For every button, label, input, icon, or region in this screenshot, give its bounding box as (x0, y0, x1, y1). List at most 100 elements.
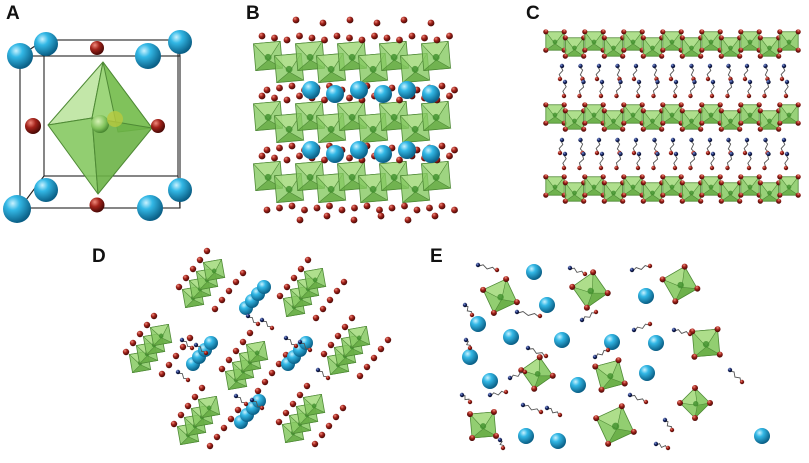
organic-atom (652, 137, 657, 143)
octahedron (466, 408, 500, 442)
b-site-atom (767, 118, 772, 124)
octahedron (518, 354, 556, 392)
halide-sphere (239, 338, 247, 346)
halide-sphere (318, 431, 326, 439)
organic-atom (581, 151, 586, 157)
halide-sphere (777, 102, 783, 108)
b-site-atom (669, 39, 675, 45)
halide-sphere (469, 435, 476, 442)
halide-sphere (288, 142, 296, 150)
organic-atom (747, 151, 753, 157)
halide-sphere (677, 400, 683, 406)
halide-sphere (288, 82, 296, 90)
organic-chain (705, 63, 713, 82)
halide-sphere (705, 76, 711, 82)
halide-sphere (639, 29, 645, 35)
halide-sphere (639, 102, 645, 108)
halide-sphere (377, 212, 385, 220)
b-site-atom (669, 112, 675, 118)
halide-sphere (709, 165, 715, 171)
halide-sphere (182, 274, 190, 282)
organic-atom (507, 375, 513, 381)
halide-sphere (659, 53, 665, 59)
organic-atom (652, 63, 657, 69)
halide-sphere (239, 269, 247, 277)
b-site-atom (264, 173, 272, 181)
octahedron (738, 29, 762, 53)
octahedron (357, 53, 389, 83)
organic-atom (562, 79, 568, 85)
octahedron (303, 267, 327, 291)
organic-atom (729, 79, 734, 85)
halide-sphere (600, 102, 606, 108)
halide-sphere (503, 389, 509, 395)
halide-sphere (601, 180, 607, 186)
cation-sphere (503, 329, 519, 345)
halide-sphere (289, 400, 297, 408)
cation-sphere (374, 85, 392, 103)
halide-sphere (631, 76, 637, 82)
b-site-atom (348, 113, 356, 121)
organic-chain (462, 302, 475, 318)
b-site-atom (411, 185, 419, 193)
halide-sphere (601, 108, 607, 114)
halide-sphere (718, 108, 724, 114)
halide-sphere (795, 102, 801, 108)
octahedron (699, 102, 723, 126)
organic-atom (578, 63, 583, 69)
halide-sphere (777, 120, 783, 126)
cation-sphere (350, 141, 368, 159)
halide-sphere (446, 32, 453, 40)
b-site-atom (591, 39, 597, 45)
halide-sphere (678, 174, 684, 180)
halide-sphere (282, 409, 290, 417)
organic-atom (662, 417, 668, 423)
halide-sphere (522, 369, 528, 375)
halide-sphere (313, 204, 321, 212)
cation-sphere (204, 336, 218, 350)
cation-stack (234, 394, 266, 429)
halide-sphere (490, 408, 497, 415)
halide-sphere (598, 386, 605, 393)
octahedron (689, 326, 723, 360)
halide-sphere (738, 102, 744, 108)
halide-sphere (561, 165, 567, 171)
organic-atom (579, 317, 585, 323)
halide-sphere (218, 365, 226, 373)
organic-atom (514, 309, 520, 315)
halide-sphere (358, 36, 366, 44)
cation-sphere (482, 373, 498, 389)
halide-sphere (513, 299, 520, 306)
halide-sphere (543, 192, 549, 198)
halide-sphere (319, 305, 327, 313)
halide-sphere (350, 216, 358, 224)
halide-sphere (334, 332, 342, 340)
organic-chain (763, 63, 770, 82)
octahedron (273, 173, 305, 203)
b-site-atom (689, 190, 694, 196)
halide-sphere (370, 354, 378, 362)
halide-sphere (311, 440, 319, 448)
halide-sphere (777, 29, 783, 35)
halide-sphere (687, 331, 693, 337)
halide-sphere (243, 401, 249, 407)
b-site-atom (327, 65, 335, 73)
halide-sphere (795, 192, 801, 198)
halide-sphere (557, 76, 563, 82)
halide-sphere (698, 126, 704, 132)
b-site-atom (211, 268, 217, 274)
organic-atom (559, 63, 565, 69)
organic-chain (520, 402, 544, 415)
cation-sphere (518, 428, 534, 444)
octahedron (480, 276, 520, 316)
b-site-atom (611, 118, 616, 124)
octahedron (582, 174, 606, 198)
b-site-atom (747, 112, 753, 118)
organic-chain (179, 337, 195, 351)
b-site-atom (572, 118, 577, 124)
halide-sphere (757, 108, 763, 114)
b-site-atom (786, 112, 792, 118)
b-site-atom (552, 184, 558, 190)
halide-sphere (582, 29, 588, 35)
organic-chain (651, 151, 660, 171)
